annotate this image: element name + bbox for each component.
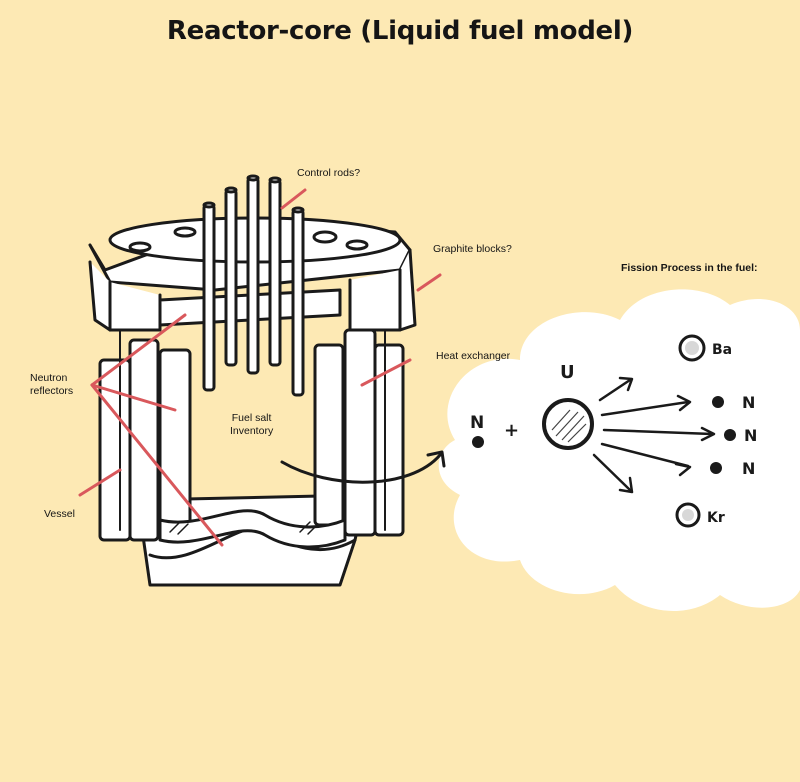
barium-label: Ba (712, 342, 732, 358)
neutron-label-incoming: N (470, 413, 484, 433)
neutron-dot-out-3 (710, 462, 722, 474)
fission-diagram: N + U Ba Kr N N N (470, 334, 757, 528)
neutron-dot-incoming (472, 436, 484, 448)
neutron-dot-out-1 (712, 396, 724, 408)
plus-sign: + (504, 420, 519, 441)
uranium-label: U (560, 362, 575, 383)
label-neutron-reflectors: Neutron reflectors (30, 372, 73, 398)
flow-arrow (280, 453, 442, 484)
label-neutron-reflectors-line1: Neutron (30, 372, 68, 384)
label-fuel-salt-line1: Fuel salt (231, 412, 272, 424)
neutron-label-out-3: N (742, 459, 755, 478)
label-heat-exchanger: Heat exchanger (436, 350, 511, 362)
reactor-core-sketch (88, 174, 417, 587)
neutron-dot-out-2 (724, 429, 736, 441)
uranium-nucleus (542, 398, 594, 450)
leader-lines (78, 188, 442, 547)
label-graphite-blocks: Graphite blocks? (433, 243, 512, 255)
neutron-label-out-1: N (742, 393, 755, 412)
krypton-label: Kr (707, 510, 725, 526)
fission-cloud (438, 289, 800, 612)
label-neutron-reflectors-line2: reflectors (30, 385, 74, 397)
page-title: Reactor-core (Liquid fuel model) (166, 16, 634, 46)
label-control-rods: Control rods? (297, 167, 361, 179)
neutron-label-out-2: N (744, 426, 757, 445)
label-fuel-salt: Fuel salt Inventory (230, 412, 273, 438)
label-vessel: Vessel (44, 508, 75, 520)
label-fission-process: Fission Process in the fuel: (621, 262, 758, 274)
label-fuel-salt-line2: Inventory (230, 425, 274, 437)
